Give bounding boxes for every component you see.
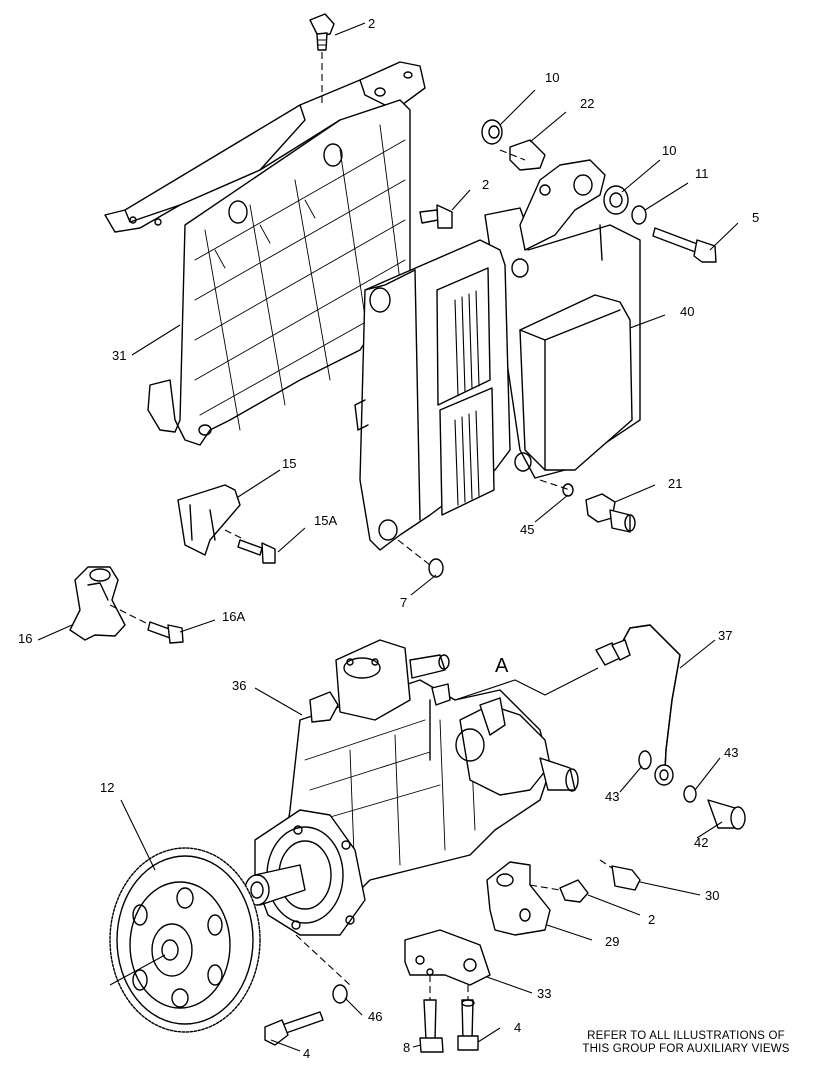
callout-29: 29 [605,934,619,949]
part-40-control-module [354,207,641,551]
auxiliary-views-note: REFER TO ALL ILLUSTRATIONS OF THIS GROUP… [566,1030,806,1056]
part-2-bolt-top [309,13,335,51]
part-16-clip [69,566,126,641]
callout-40: 40 [680,304,694,319]
part-45-seal [562,483,574,497]
part-37-fuel-line [595,624,681,786]
part-11-washer [631,205,647,225]
callout-45: 45 [520,522,534,537]
part-8-bolt [419,999,444,1053]
part-16a-bolt [147,621,184,644]
callout-43-right: 43 [724,745,738,760]
callout-4-left: 4 [303,1046,310,1061]
part-2-bolt-mid [419,204,453,229]
callout-31: 31 [112,348,126,363]
part-7-washer [428,558,444,578]
part-4-bolt-right [457,999,479,1051]
part-10-seal-mid [603,185,629,215]
part-5-bolt [652,227,717,263]
part-12-drive-gear [109,847,261,1033]
callout-2-low: 2 [648,912,655,927]
part-10-seal-upper [481,119,503,145]
part-upper-link-bracket [519,159,606,261]
part-15-bracket [177,484,241,556]
callout-4-right: 4 [514,1020,521,1035]
part-31-mounting-bracket [104,61,426,446]
callout-46: 46 [368,1009,382,1024]
callout-8: 8 [403,1040,410,1055]
part-42-banjo-bolt [707,799,746,830]
part-43-washer-left [638,750,652,770]
callout-16: 16 [18,631,32,646]
callout-42: 42 [694,835,708,850]
part-43-washer-right [683,785,697,803]
part-30-fitting [611,865,641,891]
callout-labels: 2 10 22 10 11 2 5 40 31 15 15A 21 45 7 1… [18,16,759,1061]
part-33-bracket [404,929,491,986]
view-a-indicator-line [454,667,599,701]
callout-15a: 15A [314,513,337,528]
callout-7: 7 [400,595,407,610]
callout-37: 37 [718,628,732,643]
callout-36: 36 [232,678,246,693]
part-2-bolt-low [559,879,589,903]
callout-2-top: 2 [368,16,375,31]
part-21-sensor [585,493,636,533]
callout-leaders [37,22,739,1052]
callout-15: 15 [282,456,296,471]
callout-5: 5 [752,210,759,225]
part-22-spacer [509,139,546,171]
callout-33: 33 [537,986,551,1001]
callout-16a: 16A [222,609,245,624]
callout-30: 30 [705,888,719,903]
view-a-label: A [495,655,509,677]
callout-43-left: 43 [605,789,619,804]
note-line-1: REFER TO ALL ILLUSTRATIONS OF [587,1030,785,1042]
callout-2-mid: 2 [482,177,489,192]
callout-10-mid: 10 [662,143,676,158]
part-4-bolt-left [264,1011,324,1046]
callout-22: 22 [580,96,594,111]
note-line-2: THIS GROUP FOR AUXILIARY VIEWS [582,1043,790,1055]
part-29-bracket [486,861,551,936]
part-46-washer [332,984,348,1004]
part-15a-bolt [237,539,276,564]
callout-10-top: 10 [545,70,559,85]
callout-12: 12 [100,780,114,795]
callout-21: 21 [668,476,682,491]
assembly-centerlines [109,52,613,1000]
callout-11: 11 [695,166,709,181]
